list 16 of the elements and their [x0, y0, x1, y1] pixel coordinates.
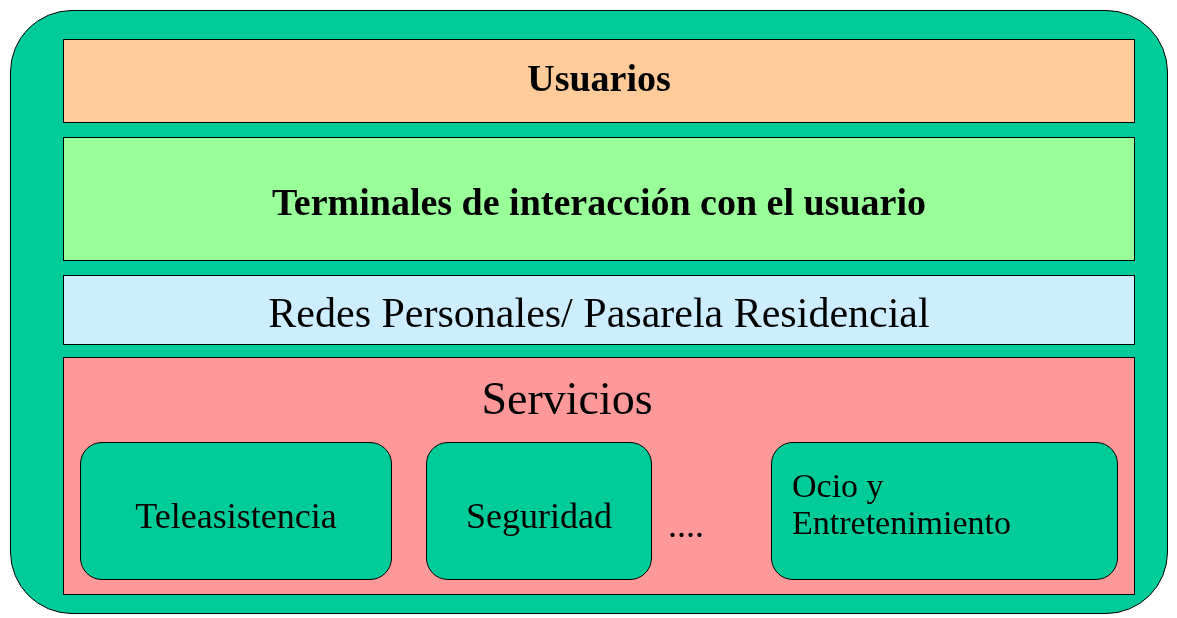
layer-title: Usuarios	[526, 58, 672, 100]
services-panel	[63, 357, 1135, 595]
layer-title: Redes Personales/ Pasarela Residencial	[267, 290, 931, 337]
service-box	[771, 442, 1118, 580]
layer-band	[63, 275, 1135, 345]
service-box	[426, 442, 652, 580]
layer-title: Terminales de interacción con el usuario	[270, 182, 928, 224]
ellipsis-text: ....	[668, 506, 704, 546]
outer-panel	[10, 10, 1168, 614]
layer-band	[63, 39, 1135, 123]
layer-title: Servicios	[480, 374, 654, 425]
layer-band	[63, 137, 1135, 261]
service-box	[80, 442, 392, 580]
service-label: Ocio y Entretenimiento	[791, 467, 1013, 542]
service-label: Teleasistencia	[134, 497, 338, 537]
service-label: Seguridad	[465, 497, 613, 537]
